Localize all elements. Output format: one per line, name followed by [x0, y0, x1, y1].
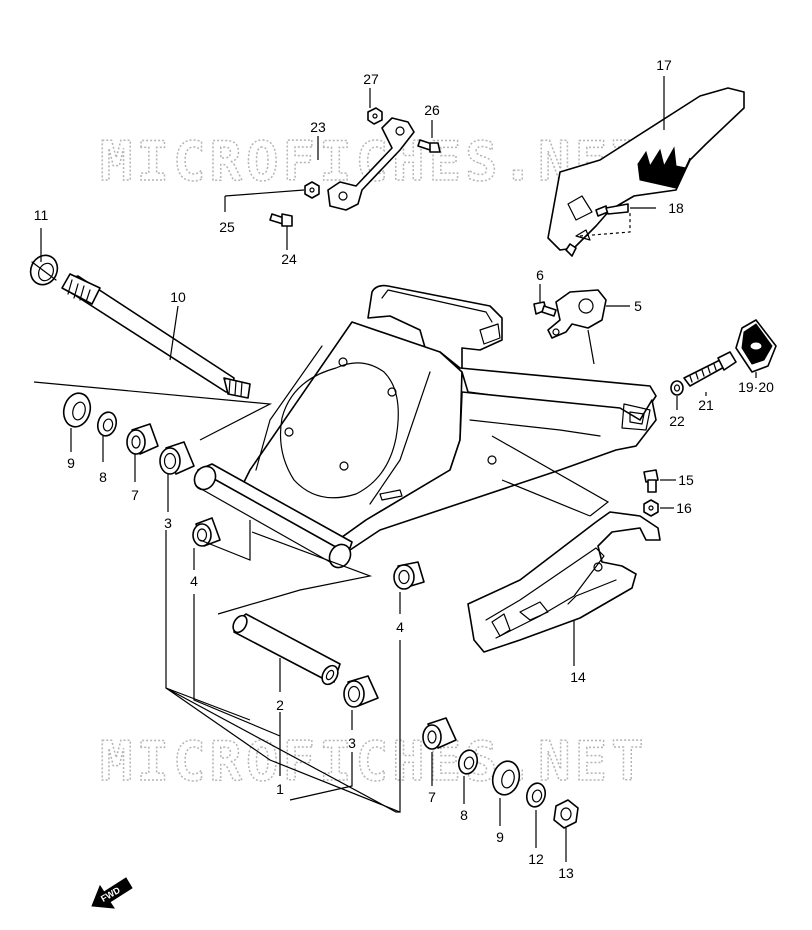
bolt-15 [643, 469, 659, 493]
nut-11 [29, 254, 59, 286]
callout-7-right: 7 [428, 789, 436, 805]
callout-3-left: 3 [164, 515, 172, 531]
callout-5: 5 [634, 298, 642, 314]
callout-9-right: 9 [496, 829, 504, 845]
callout-13: 13 [558, 865, 574, 881]
bolt-24 [269, 213, 293, 227]
torque-link-23 [327, 117, 415, 211]
callout-7-left: 7 [131, 487, 139, 503]
stopper-19-20 [735, 319, 777, 373]
bearing-3-left [159, 441, 195, 475]
bracket-5 [547, 289, 607, 339]
nut-25 [304, 181, 320, 199]
callout-8-left: 8 [99, 469, 107, 485]
screw-18 [595, 203, 629, 217]
callout-26: 26 [424, 102, 440, 118]
callout-6: 6 [536, 267, 544, 283]
chain-buffer-14 [467, 511, 661, 653]
callout-3-center: 3 [348, 735, 356, 751]
dust-seal-9-left [62, 392, 92, 428]
callout-14: 14 [570, 669, 586, 685]
nut-16 [643, 499, 659, 517]
watermark-bottom: MICROFICHES.NET [100, 730, 648, 793]
callout-labels: 11 10 9 8 7 3 4 4 2 3 1 7 8 9 12 13 14 1… [34, 57, 774, 881]
washer-12 [525, 782, 547, 808]
callout-9-left: 9 [67, 455, 75, 471]
washer-22 [670, 380, 684, 396]
bearing-3-center [343, 675, 379, 708]
bearing-4-left [192, 517, 221, 547]
callout-1: 1 [276, 781, 284, 797]
callout-23: 23 [310, 119, 326, 135]
collar-2 [232, 613, 341, 686]
callout-21: 21 [698, 397, 714, 413]
callout-16: 16 [676, 500, 692, 516]
callout-12: 12 [528, 851, 544, 867]
fwd-arrow-icon: FWD [91, 877, 133, 909]
callout-27: 27 [363, 71, 379, 87]
bolt-21 [683, 351, 737, 387]
watermark-top: MICROFICHES.NET [100, 130, 648, 193]
callout-8-right: 8 [460, 807, 468, 823]
bolt-26 [417, 139, 441, 153]
chain-cover-17 [547, 87, 745, 257]
swingarm [193, 284, 657, 569]
nut-13 [553, 799, 579, 829]
washer-8-left [96, 411, 118, 437]
bearing-4-right [393, 561, 425, 590]
spacer-7-right [422, 717, 457, 750]
nut-27 [367, 107, 383, 125]
callout-4-left: 4 [190, 573, 198, 589]
callout-24: 24 [281, 251, 297, 267]
callout-15: 15 [678, 472, 694, 488]
dust-seal-9-right [491, 760, 521, 796]
bolt-6 [533, 301, 557, 317]
callout-11: 11 [34, 207, 49, 223]
callout-22: 22 [669, 413, 685, 429]
pivot-shaft-10 [61, 273, 251, 399]
callout-17: 17 [656, 57, 672, 73]
washer-8-right [457, 749, 479, 775]
callout-4-right: 4 [396, 619, 404, 635]
callout-18: 18 [668, 200, 684, 216]
leader-lines [33, 76, 757, 862]
callout-19-20: 19·20 [738, 379, 774, 395]
spacer-7-left [126, 423, 159, 455]
callout-2: 2 [276, 697, 284, 713]
callout-25: 25 [219, 219, 235, 235]
callout-10: 10 [170, 289, 186, 305]
